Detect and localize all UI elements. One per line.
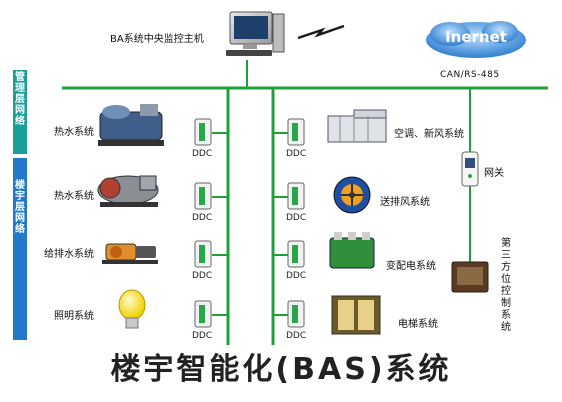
- ddc-label: DDC: [192, 271, 213, 281]
- ddc-controller-icon: [194, 300, 212, 328]
- gateway-device-icon: [461, 151, 479, 187]
- ddc-controller-icon: [287, 300, 305, 328]
- ddc-label: DDC: [286, 213, 307, 223]
- ddc-controller-icon: [194, 182, 212, 210]
- ddc-label: DDC: [286, 331, 307, 341]
- ddc-controller-icon: [194, 240, 212, 268]
- gateway-label: 网关: [484, 168, 504, 179]
- left-system-2-label: 热水系统: [54, 191, 94, 202]
- page-title: 楼宇智能化(BAS)系统: [110, 352, 452, 387]
- elevator-icon: [331, 295, 381, 335]
- ddc-controller-icon: [287, 118, 305, 146]
- ddc-controller-icon: [287, 182, 305, 210]
- left-system-4-label: 照明系统: [54, 311, 94, 322]
- exhaust-fan-icon: [333, 176, 371, 214]
- ddc-label: DDC: [286, 149, 307, 159]
- management-layer-bar: [13, 70, 27, 154]
- central-host-label: BA系统中央监控主机: [110, 34, 204, 45]
- ddc-label: DDC: [192, 213, 213, 223]
- boiler-icon: [97, 175, 159, 207]
- right-system-1-label: 空调、新风系统: [394, 129, 464, 140]
- third-party-controller-icon: [451, 261, 489, 293]
- building-layer-label: 楼宇层网络: [15, 180, 25, 235]
- third-party-label: 第三方位控制系统: [501, 238, 511, 333]
- building-layer-bar: [13, 158, 27, 340]
- right-system-3-label: 变配电系统: [386, 261, 436, 272]
- internet-label: Inernet: [445, 28, 507, 46]
- left-system-3-label: 给排水系统: [44, 249, 94, 260]
- left-system-1-label: 热水系统: [54, 127, 94, 138]
- light-bulb-icon: [118, 289, 146, 329]
- ddc-controller-icon: [194, 118, 212, 146]
- pump-icon: [102, 243, 158, 264]
- ddc-controller-icon: [287, 240, 305, 268]
- ddc-label: DDC: [192, 149, 213, 159]
- computer-icon: [226, 11, 285, 56]
- right-system-4-label: 电梯系统: [398, 319, 438, 330]
- transformer-icon: [329, 232, 375, 269]
- right-system-2-label: 送排风系统: [380, 197, 430, 208]
- lightning-link-icon: [297, 24, 345, 40]
- protocol-label: CAN/RS-485: [440, 70, 500, 80]
- ddc-label: DDC: [286, 271, 307, 281]
- internet-cloud-icon: [426, 21, 526, 58]
- ddc-label: DDC: [192, 331, 213, 341]
- air-handling-unit-icon: [327, 109, 387, 143]
- chiller-icon: [98, 104, 164, 146]
- management-layer-label: 管理层网络: [15, 72, 25, 127]
